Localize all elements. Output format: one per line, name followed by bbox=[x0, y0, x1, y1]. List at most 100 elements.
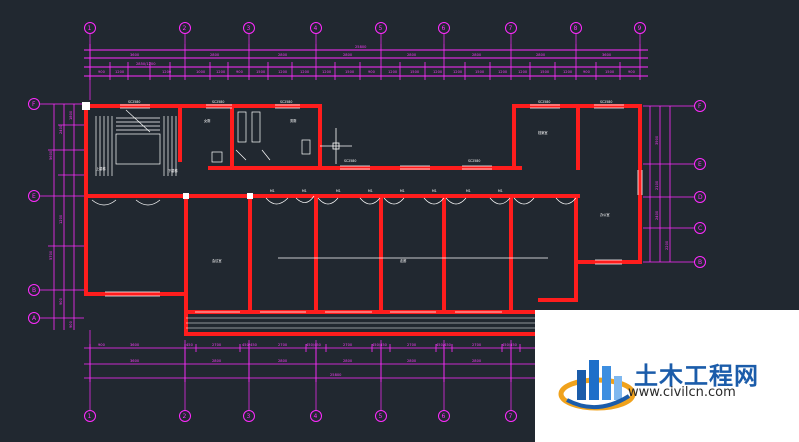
window-label: SC2580 bbox=[600, 100, 612, 104]
svg-text:900: 900 bbox=[236, 70, 244, 74]
svg-text:1800: 1800 bbox=[69, 110, 73, 120]
door-label: M1 bbox=[368, 189, 373, 193]
svg-text:1200: 1200 bbox=[498, 70, 508, 74]
axis-top-5: 5 bbox=[379, 25, 383, 32]
columns bbox=[82, 102, 253, 199]
svg-text:25800: 25800 bbox=[330, 373, 342, 377]
left-axis-bubbles bbox=[28, 98, 40, 324]
svg-text:1500: 1500 bbox=[256, 70, 266, 74]
svg-text:2800: 2800 bbox=[407, 359, 417, 363]
right-axis-labels: F E D C B bbox=[698, 103, 703, 266]
svg-text:3600: 3600 bbox=[130, 343, 140, 347]
svg-text:2700: 2700 bbox=[278, 343, 288, 347]
svg-text:2200: 2200 bbox=[665, 240, 669, 250]
axis-left-B: B bbox=[32, 287, 36, 294]
svg-text:1200: 1200 bbox=[300, 70, 310, 74]
svg-text:2400: 2400 bbox=[655, 210, 659, 220]
window-label: SC2580 bbox=[344, 159, 356, 163]
svg-text:2800: 2800 bbox=[212, 359, 222, 363]
svg-text:1200: 1200 bbox=[278, 70, 288, 74]
door-label: M1 bbox=[270, 189, 275, 193]
toilet-men-label: 男厕 bbox=[290, 118, 296, 123]
axis-top-6: 6 bbox=[442, 25, 446, 32]
walls bbox=[84, 104, 642, 336]
door-label: M1 bbox=[432, 189, 437, 193]
axis-left-E: E bbox=[32, 193, 36, 200]
crosshair-marker bbox=[320, 128, 352, 164]
axis-bottom-5: 5 bbox=[379, 413, 383, 420]
watermark-title: 土木工程网 bbox=[634, 362, 759, 390]
axis-top-1: 1 bbox=[88, 25, 92, 32]
svg-text:2800: 2800 bbox=[278, 53, 288, 57]
svg-text:2700: 2700 bbox=[472, 343, 482, 347]
svg-text:1000: 1000 bbox=[196, 70, 206, 74]
svg-text:2700: 2700 bbox=[212, 343, 222, 347]
top-dimension-lines bbox=[84, 49, 648, 77]
svg-text:450: 450 bbox=[186, 343, 194, 347]
door-swings bbox=[91, 195, 577, 206]
stair-symbol bbox=[95, 109, 177, 176]
axis-top-3: 3 bbox=[247, 25, 251, 32]
axis-bottom-3: 3 bbox=[247, 413, 251, 420]
svg-text:3600: 3600 bbox=[602, 53, 612, 57]
civilcn-logo-icon bbox=[558, 360, 636, 411]
svg-text:450/450: 450/450 bbox=[372, 343, 388, 347]
top-axis-bubbles bbox=[84, 22, 646, 34]
door-label: M1 bbox=[400, 189, 405, 193]
svg-text:900: 900 bbox=[69, 320, 73, 328]
window-label: SC2580 bbox=[212, 100, 224, 104]
window-label: SC2580 bbox=[538, 100, 550, 104]
room-meeting-label: 会议室 bbox=[212, 258, 222, 263]
window-labels: SC2580 SC2580 SC2580 SC2580 SC2580 SC258… bbox=[128, 100, 612, 163]
svg-text:1500: 1500 bbox=[475, 70, 485, 74]
axis-right-D: D bbox=[698, 194, 703, 201]
bottom-axis-labels: 1 2 3 4 5 6 7 bbox=[88, 413, 513, 420]
corridor-label: 走廊 bbox=[400, 258, 407, 263]
axis-top-2: 2 bbox=[183, 25, 187, 32]
svg-text:1200: 1200 bbox=[518, 70, 528, 74]
axis-left-A: A bbox=[32, 315, 37, 322]
svg-text:2800: 2800 bbox=[343, 53, 353, 57]
axis-top-8: 8 bbox=[574, 25, 578, 32]
window-symbols bbox=[105, 104, 643, 313]
window-label: SC2580 bbox=[128, 100, 140, 104]
svg-text:900: 900 bbox=[368, 70, 376, 74]
svg-text:450/450: 450/450 bbox=[436, 343, 452, 347]
svg-text:1500: 1500 bbox=[345, 70, 355, 74]
svg-text:1200: 1200 bbox=[115, 70, 125, 74]
room-labels: 会议室 走廊 办公室 女厕 男厕 上楼梯 下楼梯 档案室 bbox=[96, 118, 610, 263]
toilet-fixtures bbox=[211, 111, 311, 163]
svg-text:900: 900 bbox=[98, 70, 106, 74]
stair-down-label: 下楼梯 bbox=[168, 168, 178, 173]
svg-text:450/450: 450/450 bbox=[306, 343, 322, 347]
door-label: M1 bbox=[466, 189, 471, 193]
door-labels: M1 M1 M1 M1 M1 M1 M1 M1 bbox=[270, 189, 503, 193]
window-label: SC2580 bbox=[280, 100, 292, 104]
svg-text:1200: 1200 bbox=[433, 70, 443, 74]
top-axis-labels: 1 2 3 4 5 6 7 8 9 bbox=[88, 25, 642, 32]
svg-text:1200: 1200 bbox=[388, 70, 398, 74]
right-dimension-lines bbox=[643, 105, 694, 263]
door-label: M1 bbox=[302, 189, 307, 193]
axis-bottom-6: 6 bbox=[442, 413, 446, 420]
right-dimension-text: 3900 2100 2400 2200 bbox=[655, 135, 669, 250]
stair-up-label: 上楼梯 bbox=[96, 166, 106, 171]
svg-text:1200: 1200 bbox=[563, 70, 573, 74]
door-label: M1 bbox=[336, 189, 341, 193]
svg-text:1500: 1500 bbox=[605, 70, 615, 74]
left-dimension-text: 5600 5700 2400 1200 900 1800 900 bbox=[49, 110, 73, 328]
svg-text:25800: 25800 bbox=[355, 45, 367, 49]
svg-text:1200: 1200 bbox=[322, 70, 332, 74]
svg-text:1200: 1200 bbox=[453, 70, 463, 74]
right-axis-bubbles bbox=[694, 100, 706, 268]
bottom-dimension-lines bbox=[84, 347, 540, 379]
axis-top-4: 4 bbox=[314, 25, 318, 32]
bottom-dimension-ticks bbox=[89, 344, 521, 382]
svg-text:3600: 3600 bbox=[130, 359, 140, 363]
svg-text:900: 900 bbox=[98, 343, 106, 347]
axis-bottom-1: 1 bbox=[88, 413, 92, 420]
watermark-card: 土木工程网 www.civilcn.com bbox=[535, 310, 799, 442]
svg-text:5700: 5700 bbox=[49, 250, 53, 260]
svg-text:2850/1200: 2850/1200 bbox=[136, 62, 156, 66]
axis-top-9: 9 bbox=[638, 25, 642, 32]
